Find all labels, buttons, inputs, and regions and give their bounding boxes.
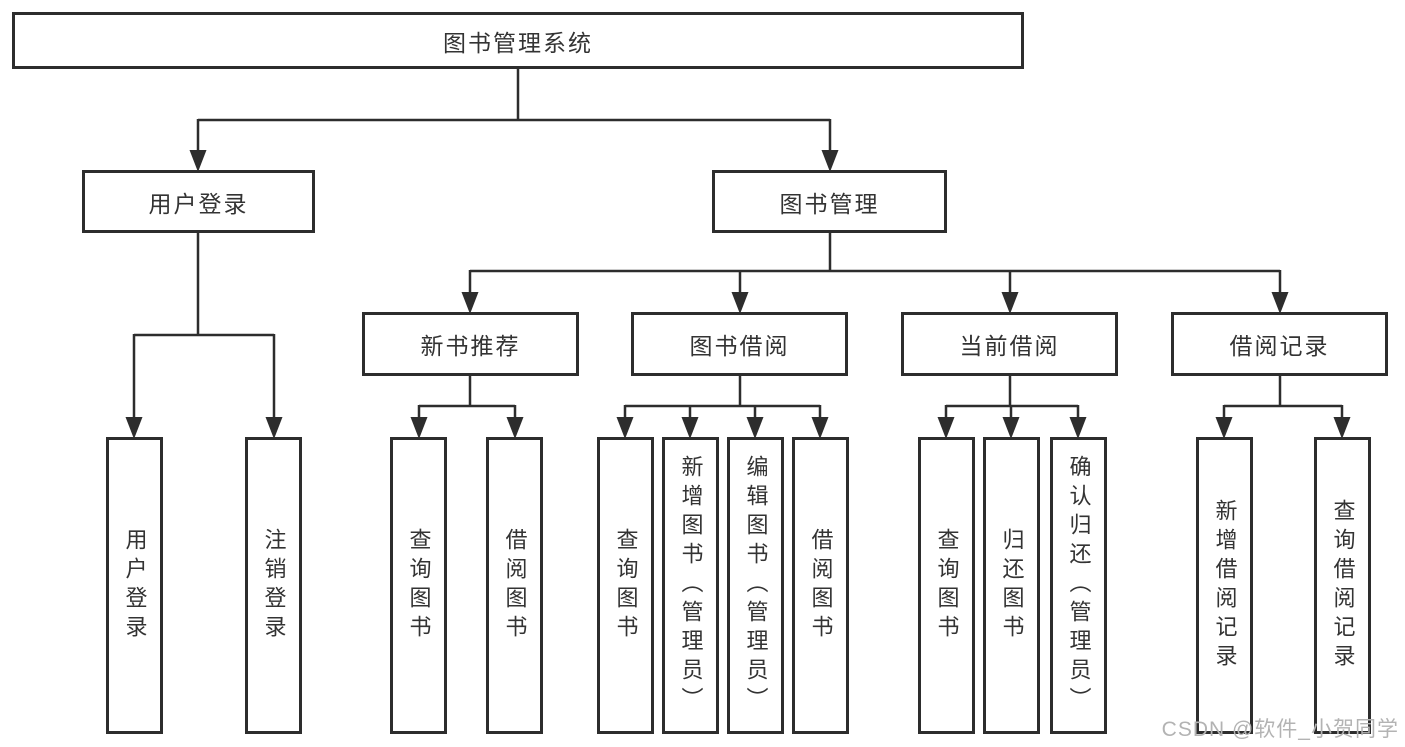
leaf-query-books-borrowing: 查询图书 [597, 437, 654, 734]
leaf-logout-label: 注销登录 [261, 527, 287, 644]
node-book-borrowing-label: 图书借阅 [689, 333, 790, 359]
leaf-query-books-current-label: 查询图书 [934, 527, 960, 644]
node-borrowing-records-label: 借阅记录 [1229, 333, 1330, 359]
watermark: CSDN @软件_小贺同学 [1161, 718, 1399, 741]
leaf-confirm-return-admin: 确认归还（管理员） [1050, 437, 1107, 734]
node-book-management-label: 图书管理 [779, 190, 880, 217]
leaf-query-books-current: 查询图书 [918, 437, 975, 734]
leaf-borrow-books-borrowing-label: 借阅图书 [808, 527, 834, 644]
node-new-book-recommend: 新书推荐 [362, 312, 579, 376]
node-current-borrowing: 当前借阅 [901, 312, 1118, 376]
leaf-edit-book-admin-label: 编辑图书（管理员） [743, 455, 769, 716]
leaf-borrow-books-recommend-label: 借阅图书 [502, 527, 528, 644]
leaf-query-books-recommend-label: 查询图书 [406, 527, 432, 644]
node-borrowing-records: 借阅记录 [1171, 312, 1388, 376]
node-user-login-branch-label: 用户登录 [148, 190, 249, 217]
node-library-system: 图书管理系统 [12, 12, 1024, 69]
leaf-logout: 注销登录 [245, 437, 302, 734]
leaf-return-book-label: 归还图书 [999, 527, 1025, 644]
leaf-confirm-return-admin-label: 确认归还（管理员） [1066, 455, 1092, 716]
node-book-borrowing: 图书借阅 [631, 312, 848, 376]
node-new-book-recommend-label: 新书推荐 [420, 333, 521, 359]
leaf-add-book-admin-label: 新增图书（管理员） [678, 455, 704, 716]
leaf-add-borrow-record-label: 新增借阅记录 [1212, 498, 1238, 673]
node-library-system-label: 图书管理系统 [443, 29, 593, 56]
leaf-query-books-recommend: 查询图书 [390, 437, 447, 734]
leaf-user-login: 用户登录 [106, 437, 163, 734]
leaf-query-borrow-record: 查询借阅记录 [1314, 437, 1371, 734]
leaf-query-borrow-record-label: 查询借阅记录 [1330, 498, 1356, 673]
leaf-query-books-borrowing-label: 查询图书 [613, 527, 639, 644]
leaf-add-book-admin: 新增图书（管理员） [662, 437, 719, 734]
leaf-return-book: 归还图书 [983, 437, 1040, 734]
node-book-management: 图书管理 [712, 170, 947, 233]
leaf-add-borrow-record: 新增借阅记录 [1196, 437, 1253, 734]
leaf-edit-book-admin: 编辑图书（管理员） [727, 437, 784, 734]
node-user-login-branch: 用户登录 [82, 170, 315, 233]
node-current-borrowing-label: 当前借阅 [959, 333, 1060, 359]
leaf-borrow-books-borrowing: 借阅图书 [792, 437, 849, 734]
leaf-borrow-books-recommend: 借阅图书 [486, 437, 543, 734]
leaf-user-login-label: 用户登录 [122, 527, 148, 644]
